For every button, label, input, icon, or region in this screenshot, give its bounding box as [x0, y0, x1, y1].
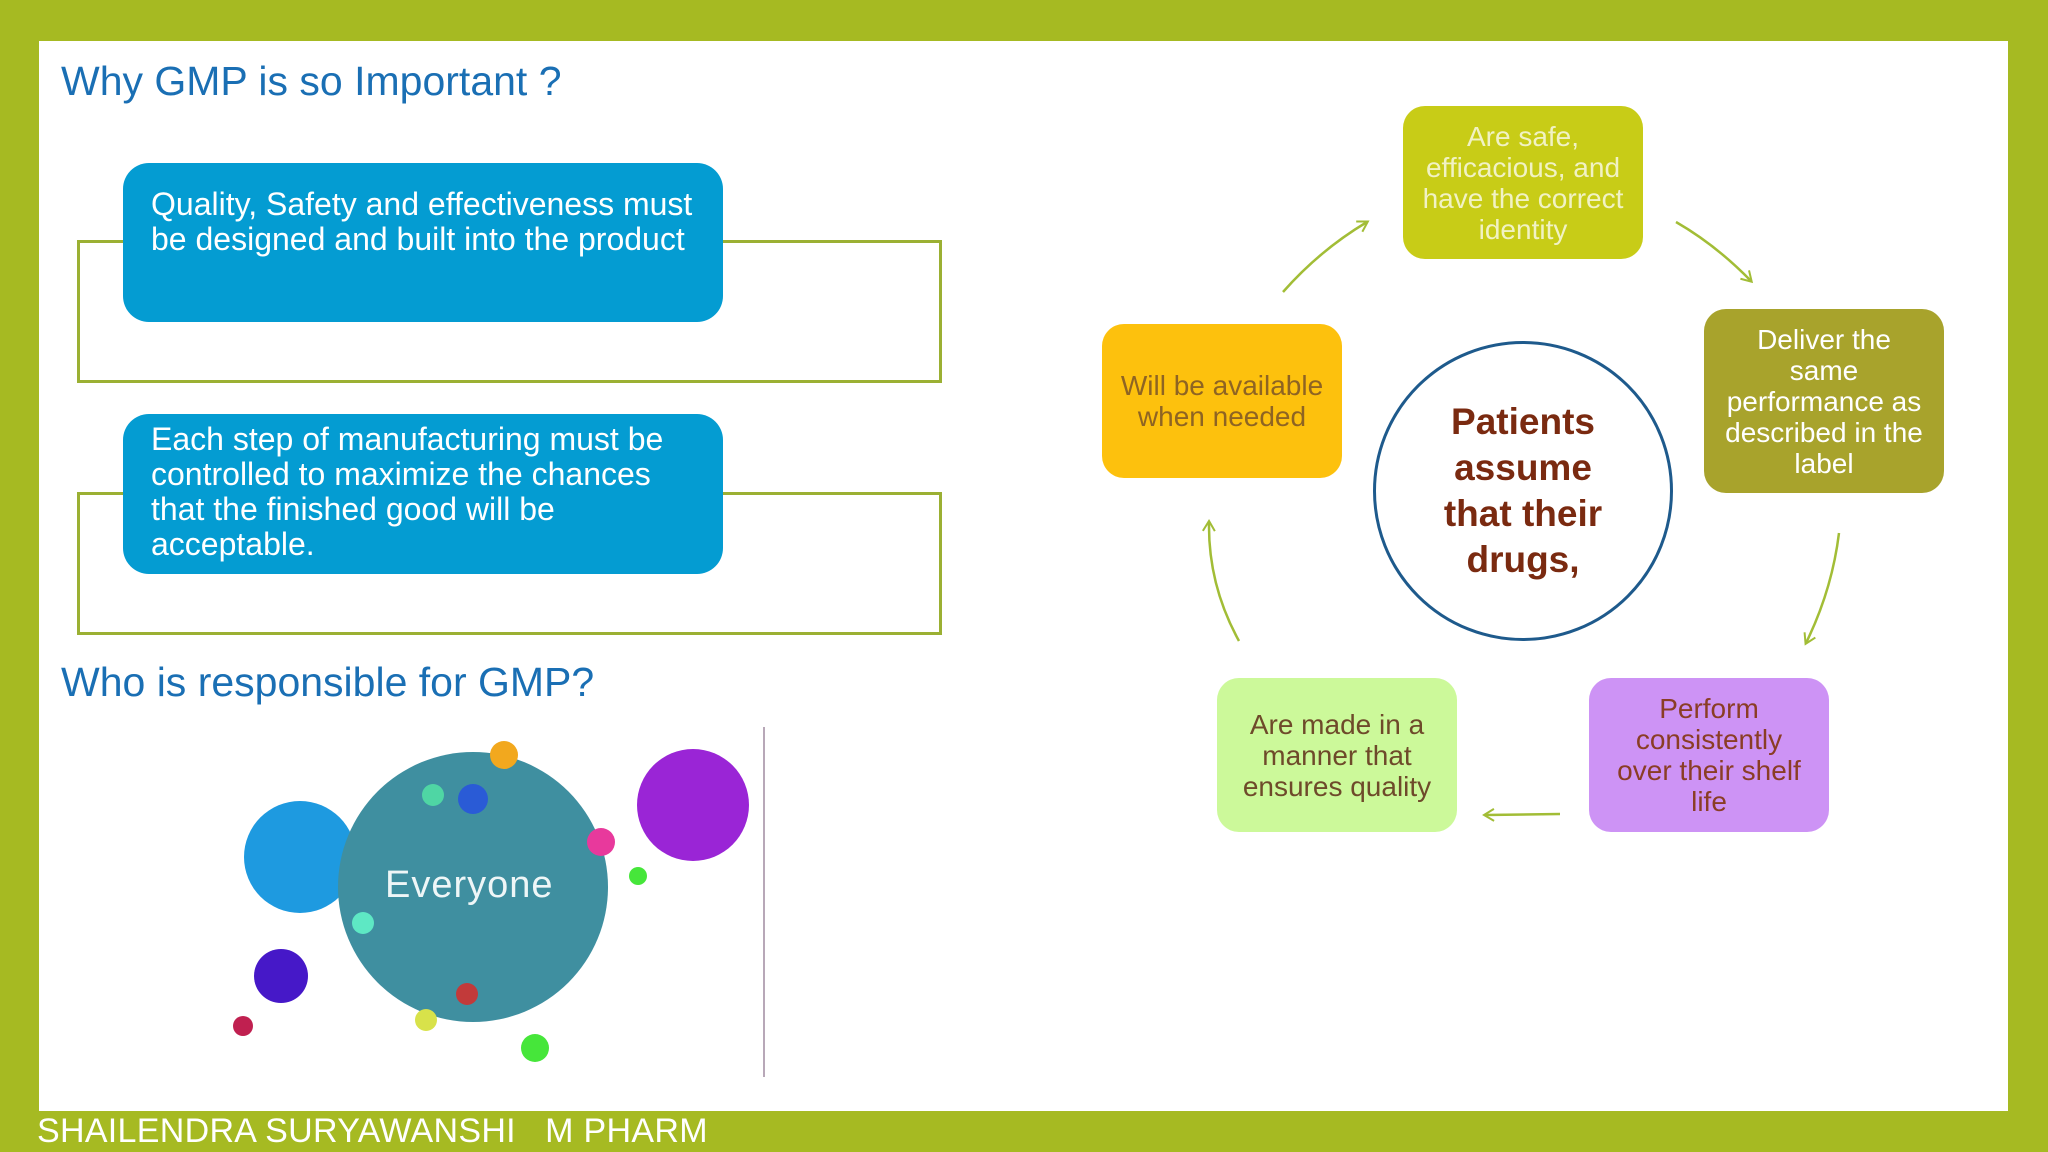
bubble	[587, 828, 615, 856]
quality-card: Quality, Safety and effectiveness must b…	[123, 163, 723, 322]
cycle-arrow	[1202, 519, 1241, 642]
cycle-node-safe: Are safe, efficacious, and have the corr…	[1403, 106, 1643, 259]
divider-line	[763, 727, 765, 1077]
cycle-node-available: Will be available when needed	[1102, 324, 1342, 478]
bubble	[637, 749, 749, 861]
everyone-main-bubble	[338, 752, 608, 1022]
bubble	[490, 741, 518, 769]
bubble	[458, 784, 488, 814]
bubble	[456, 983, 478, 1005]
cycle-arrow	[1282, 220, 1370, 293]
heading-who-responsible: Who is responsible for GMP?	[61, 659, 595, 705]
bubble	[415, 1009, 437, 1031]
cycle-node-consistent: Perform consistently over their shelf li…	[1589, 678, 1829, 832]
everyone-label: Everyone	[385, 864, 554, 906]
cycle-node-quality: Are made in a manner that ensures qualit…	[1217, 678, 1457, 832]
heading-why-gmp: Why GMP is so Important ?	[61, 58, 562, 104]
bubble	[629, 867, 647, 885]
bubble	[422, 784, 444, 806]
bubble	[244, 801, 356, 913]
bubble	[521, 1034, 549, 1062]
cycle-center: Patients assume that their drugs,	[1373, 341, 1673, 641]
cycle-center-text: Patients assume that their drugs,	[1443, 401, 1603, 580]
manufacturing-card: Each step of manufacturing must be contr…	[123, 414, 723, 574]
cycle-arrow	[1803, 532, 1841, 646]
cycle-node-performance: Deliver the same performance as describe…	[1704, 309, 1944, 493]
bubble	[254, 949, 308, 1003]
footer-author: SHAILENDRA SURYAWANSHI M PHARM	[37, 1112, 708, 1150]
bubble	[233, 1016, 253, 1036]
cycle-arrow	[1675, 220, 1754, 284]
cycle-arrow	[1482, 808, 1561, 822]
bubble	[352, 912, 374, 934]
